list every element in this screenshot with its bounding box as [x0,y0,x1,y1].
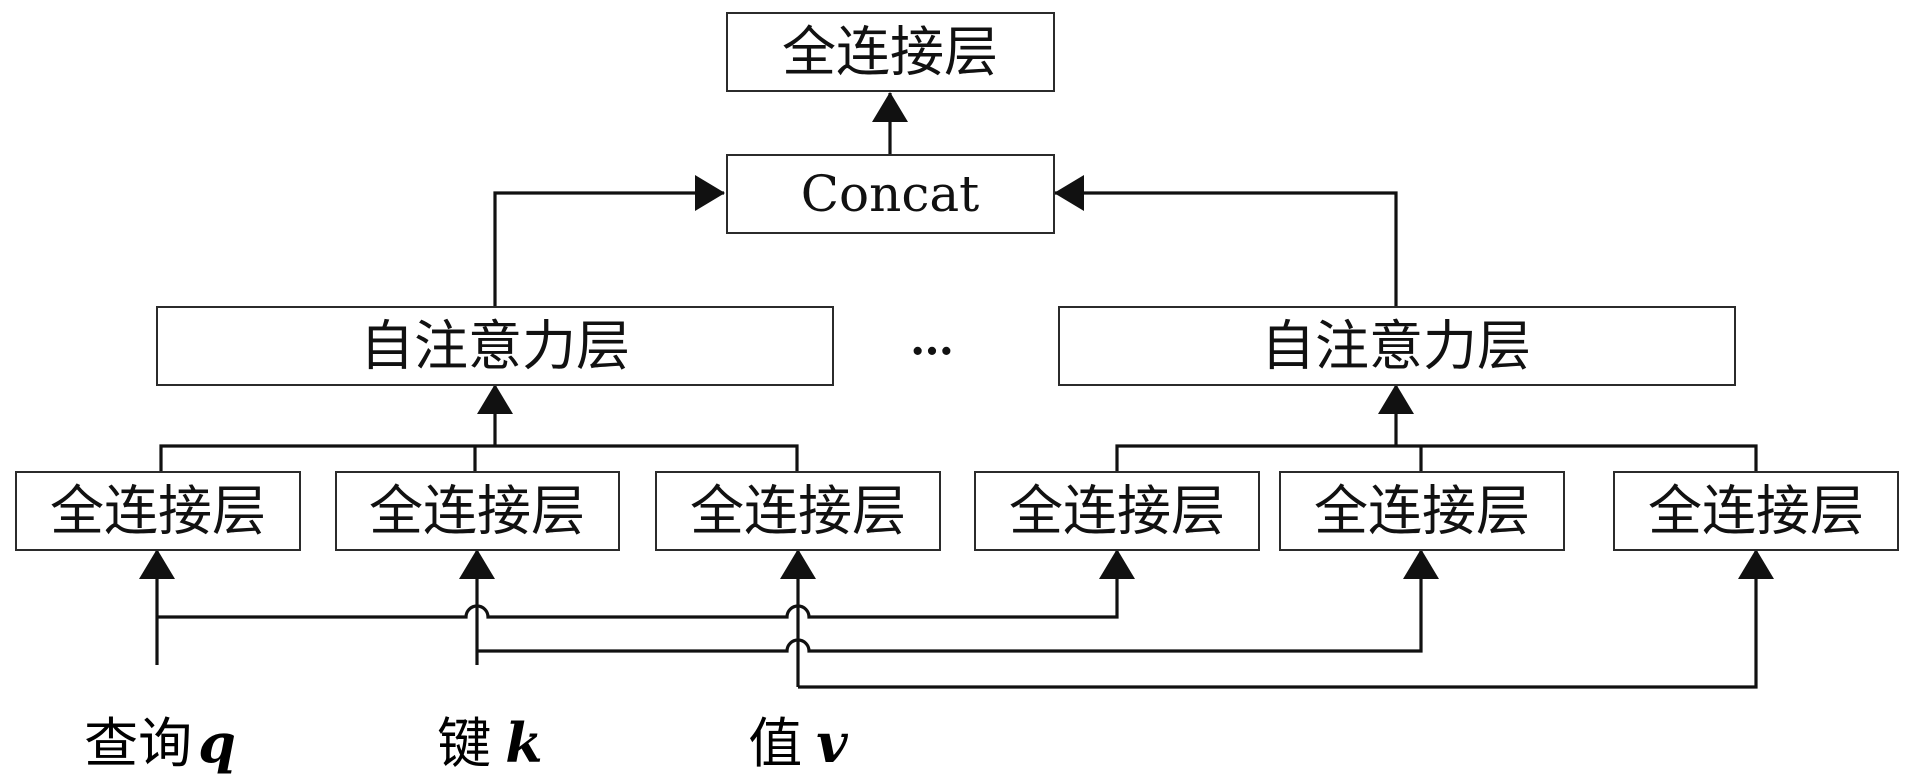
arrow-attention-left-to-concat [493,175,725,307]
fc-label-2: 全连接层 [369,480,585,543]
attention-label-right: 自注意力层 [1261,315,1531,378]
fc-label-6: 全连接层 [1648,480,1864,543]
input-query-label: 查询 [84,712,192,775]
fc-layer-5: 全连接层 [1279,471,1565,551]
output-fc-label: 全连接层 [782,21,998,84]
input-value-label: 值 [748,712,802,775]
connectors [139,92,1774,689]
fc-layer-3: 全连接层 [655,471,941,551]
input-key-var: k [505,711,542,775]
fc-layer-6: 全连接层 [1613,471,1899,551]
arrow-key-to-fc5 [477,549,1439,653]
fc-label-5: 全连接层 [1314,480,1530,543]
attention-layer-left: 自注意力层 [156,306,834,386]
fc-layer-2: 全连接层 [335,471,620,551]
concat-label: Concat [801,165,979,223]
fc-label-4: 全连接层 [1009,480,1225,543]
concat-block: Concat [726,154,1055,234]
input-key-label: 键 [437,712,491,775]
fc-layer-1: 全连接层 [15,471,301,551]
input-value-var: v [816,711,848,775]
fc-label-1: 全连接层 [50,480,266,543]
merge-left-group [159,444,799,472]
input-query-var: q [198,711,236,775]
output-fc-layer: 全连接层 [726,12,1055,92]
arrow-query-to-fc4 [157,549,1135,619]
ellipsis: … [910,315,954,366]
arrow-value-to-fc6 [798,549,1774,689]
merge-right-group [1115,444,1758,472]
arrow-attention-right-to-concat [1054,175,1398,307]
attention-label-left: 自注意力层 [360,315,630,378]
attention-layer-right: 自注意力层 [1058,306,1736,386]
fc-layer-4: 全连接层 [974,471,1260,551]
fc-label-3: 全连接层 [690,480,906,543]
